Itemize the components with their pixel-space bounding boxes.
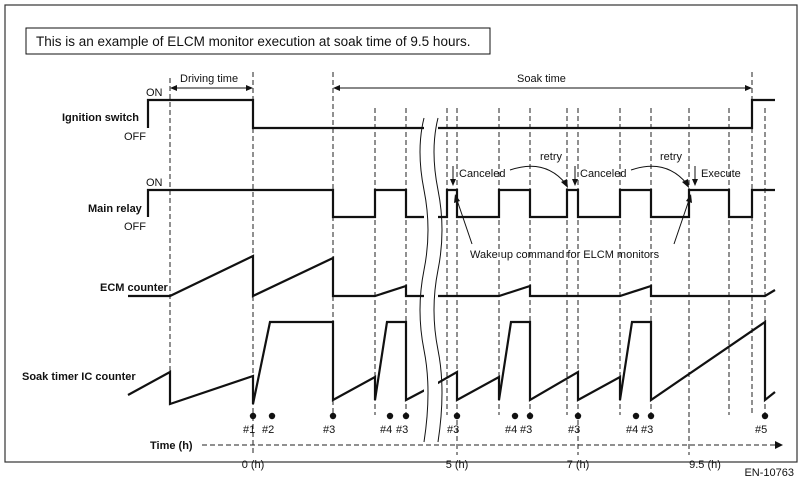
soak-timer-label: Soak timer IC counter: [22, 371, 136, 383]
event-marker-dot: [526, 412, 534, 420]
event-marker-label: #4: [626, 424, 638, 436]
canceled-label-1: Canceled: [459, 168, 505, 180]
event-markers: #1#2#3#4#3#3#4#3#3#4#3#5: [243, 412, 769, 436]
main-relay-signal-after-break: [436, 188, 775, 219]
ecm-counter-signal: [128, 254, 425, 298]
diagram-title: This is an example of ELCM monitor execu…: [36, 34, 470, 49]
time-break-symbol: [419, 117, 443, 443]
event-marker-dot: [632, 412, 640, 420]
event-marker-label: #3: [396, 424, 408, 436]
title-box: [25, 27, 491, 55]
main-relay-on-label: ON: [146, 177, 163, 189]
time-tick-5: 5 (h): [446, 459, 469, 471]
time-tick-9-5: 9.5 (h): [689, 459, 721, 471]
main-relay-label: Main relay: [88, 203, 143, 215]
annotation-arrows: [450, 165, 698, 245]
soak-time-span: [333, 85, 752, 91]
driving-time-span: [170, 85, 253, 91]
event-marker-label: #3: [447, 424, 459, 436]
event-marker-label: #3: [568, 424, 580, 436]
driving-time-label: Driving time: [180, 73, 238, 85]
soak-timer-signal: [127, 320, 426, 406]
ignition-switch-label: Ignition switch: [62, 112, 139, 124]
event-marker-dot: [329, 412, 337, 420]
retry-label-1: retry: [540, 151, 563, 163]
ignition-on-label: ON: [146, 87, 163, 99]
event-marker-label: #2: [262, 424, 274, 436]
event-marker-dot: [268, 412, 276, 420]
ignition-off-label: OFF: [124, 131, 146, 143]
event-marker-label: #1: [243, 424, 255, 436]
event-marker-dot: [386, 412, 394, 420]
event-marker-dot: [453, 412, 461, 420]
time-tick-0: 0 (h): [242, 459, 265, 471]
event-marker-dot: [249, 412, 257, 420]
event-marker-dot: [402, 412, 410, 420]
event-marker-dot: [511, 412, 519, 420]
ignition-switch-signal: [146, 98, 775, 130]
event-marker-label: #3: [641, 424, 653, 436]
event-marker-dot: [647, 412, 655, 420]
wake-up-command-label: Wake up command for ELCM monitors: [470, 249, 660, 261]
execute-label: Execute: [701, 168, 741, 180]
event-marker-dot: [574, 412, 582, 420]
soak-timer-signal-after-break: [435, 319, 776, 403]
time-axis-line: [202, 441, 783, 449]
retry-label-2: retry: [660, 151, 683, 163]
time-reference-lines: [169, 72, 766, 455]
main-relay-signal: [146, 188, 425, 219]
time-tick-7: 7 (h): [567, 459, 590, 471]
event-marker-label: #4: [505, 424, 517, 436]
event-marker-label: #3: [520, 424, 532, 436]
event-marker-dot: [761, 412, 769, 420]
time-axis-label: Time (h): [150, 440, 193, 452]
main-relay-off-label: OFF: [124, 221, 146, 233]
event-marker-label: #4: [380, 424, 392, 436]
event-marker-label: #3: [323, 424, 335, 436]
canceled-label-2: Canceled: [580, 168, 626, 180]
figure-id: EN-10763: [744, 467, 794, 479]
ecm-counter-signal-after-break: [436, 284, 776, 298]
ecm-counter-label: ECM counter: [100, 282, 169, 294]
soak-time-label: Soak time: [517, 73, 566, 85]
event-marker-label: #5: [755, 424, 767, 436]
diagram-frame: [4, 4, 798, 463]
